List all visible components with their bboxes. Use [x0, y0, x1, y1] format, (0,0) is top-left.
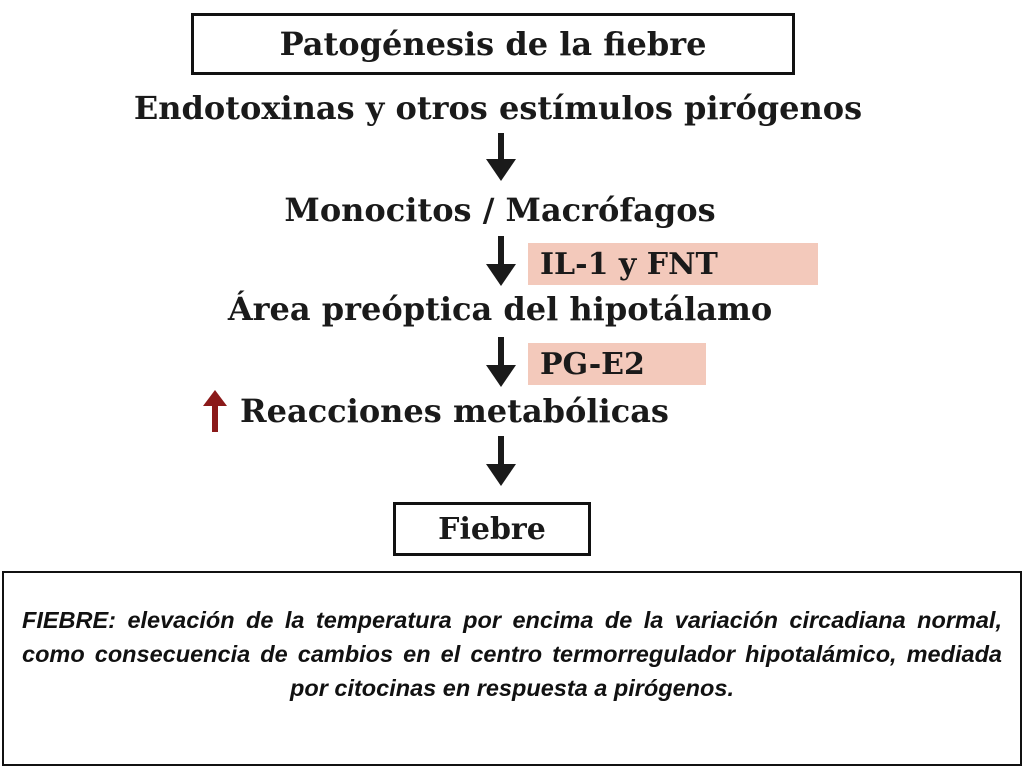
- down-arrow-icon: [484, 133, 518, 183]
- up-arrow-icon: [202, 390, 228, 432]
- mediator-prostaglandin-label: PG-E2: [540, 346, 645, 382]
- node-cells: Monocitos / Macrófagos: [284, 191, 716, 229]
- definition-box: FIEBRE: elevación de la temperatura por …: [2, 571, 1022, 766]
- mediator-prostaglandin: PG-E2: [528, 343, 706, 385]
- mediator-cytokines-label: IL-1 y FNT: [540, 246, 718, 282]
- down-arrow-icon: [484, 436, 518, 488]
- node-result: Fiebre: [438, 511, 546, 547]
- down-arrow-icon: [484, 236, 518, 288]
- result-box: Fiebre: [393, 502, 591, 556]
- mediator-cytokines: IL-1 y FNT: [528, 243, 818, 285]
- node-hypothalamus: Área preóptica del hipotálamo: [227, 290, 773, 328]
- node-metabolic: Reacciones metabólicas: [240, 392, 669, 430]
- down-arrow-icon: [484, 337, 518, 389]
- definition-text: FIEBRE: elevación de la temperatura por …: [22, 607, 1002, 701]
- diagram-title: Patogénesis de la fiebre: [279, 25, 707, 63]
- node-stimulus: Endotoxinas y otros estímulos pirógenos: [133, 89, 863, 127]
- title-box: Patogénesis de la fiebre: [191, 13, 795, 75]
